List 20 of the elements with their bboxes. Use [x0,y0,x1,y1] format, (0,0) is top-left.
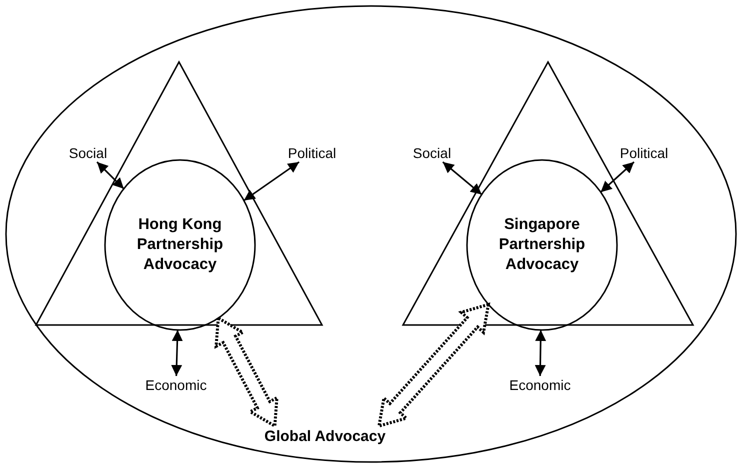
text-label: Political [612,144,676,162]
text-label: Global Advocacy [245,426,405,446]
ellipse-shape [105,160,255,330]
double-arrow [96,161,124,190]
ellipse-shape [6,6,736,462]
hollow-double-arrow [214,316,279,428]
double-arrow [243,161,300,202]
hollow-double-arrow [377,302,490,428]
text-label: Economic [142,376,210,394]
double-arrow [600,161,635,193]
text-label: Economic [506,376,574,394]
node-label: Singapore Partnership Advocacy [498,214,586,276]
double-arrow [442,161,482,196]
text-label: Social [406,144,458,162]
double-arrow [171,330,183,376]
text-label: Social [62,144,114,162]
text-label: Political [280,144,344,162]
node-label: Hong Kong Partnership Advocacy [136,214,224,276]
ellipse-shape [467,160,617,330]
double-arrow [534,330,546,376]
